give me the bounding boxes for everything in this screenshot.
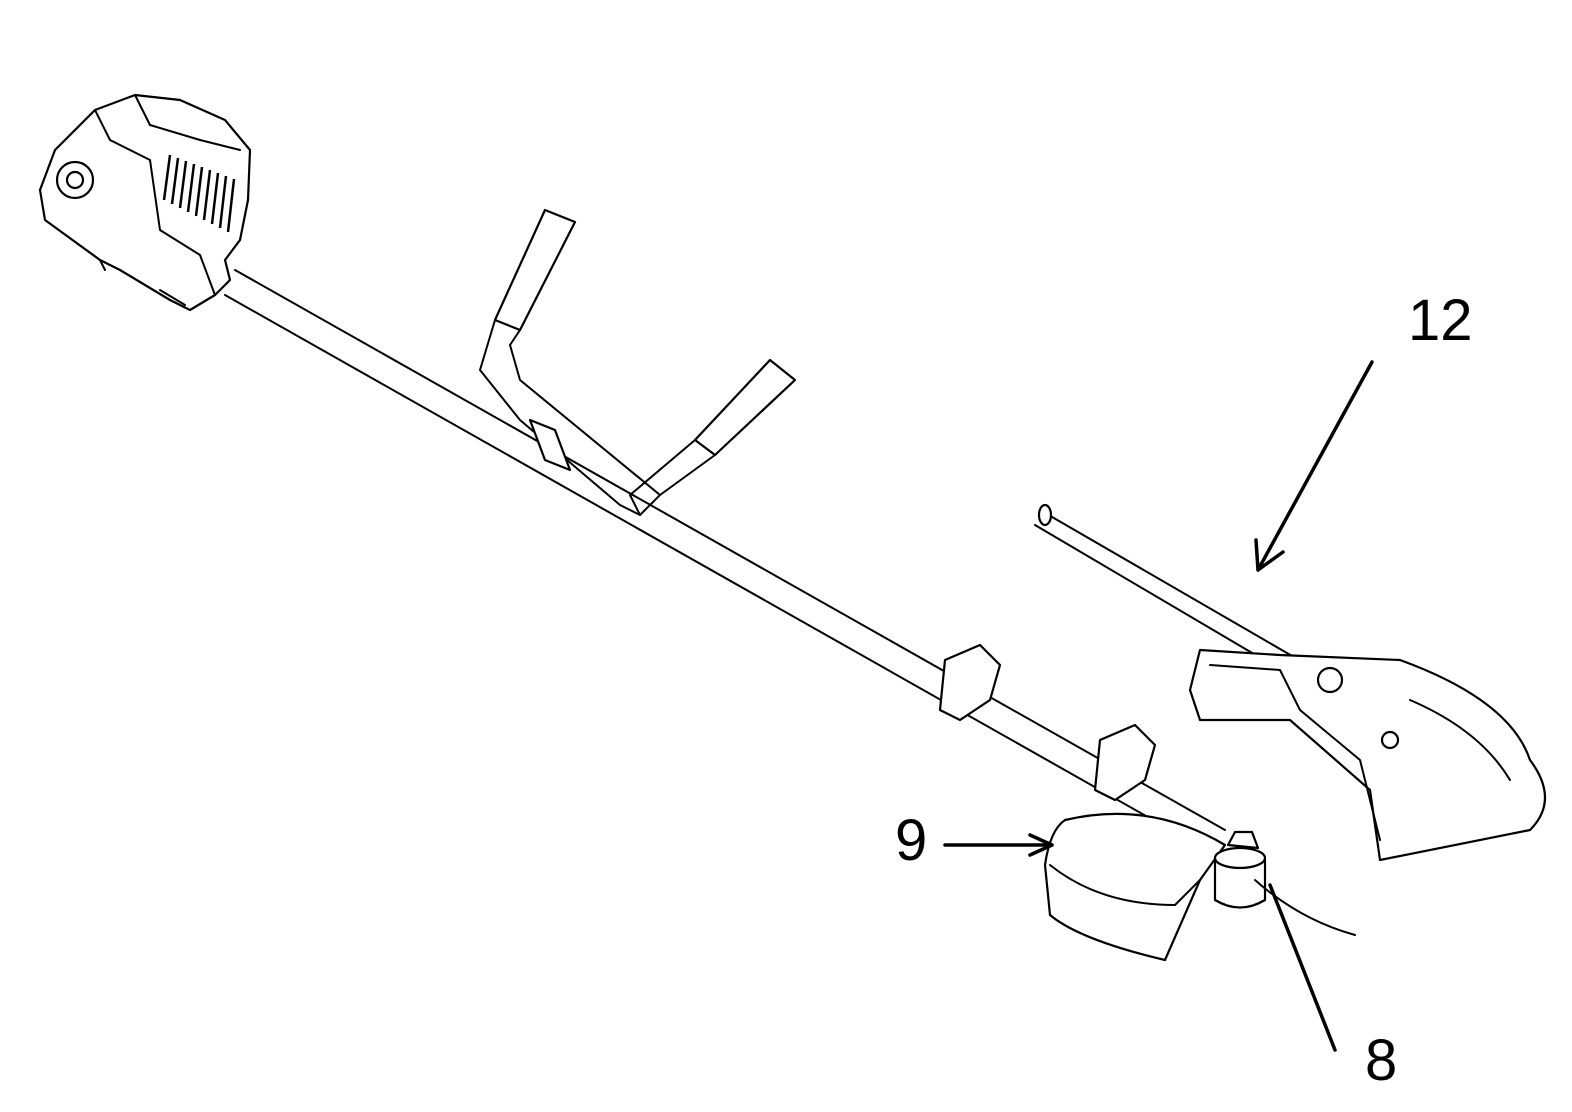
handlebar (479, 208, 797, 516)
engine-housing (38, 93, 252, 312)
main-shaft (224, 269, 1226, 856)
label-9: 9 (895, 808, 927, 873)
arrow-9 (943, 833, 1054, 857)
label-12: 12 (1408, 288, 1473, 353)
leader-8 (1268, 883, 1337, 1052)
arrow-12 (1254, 360, 1374, 572)
leader-lines (943, 360, 1374, 1052)
label-8: 8 (1365, 1028, 1397, 1093)
shaft-clamps (938, 643, 1157, 802)
cutting-head (1213, 830, 1356, 936)
small-guard (1043, 812, 1227, 962)
large-guard (1188, 648, 1547, 862)
